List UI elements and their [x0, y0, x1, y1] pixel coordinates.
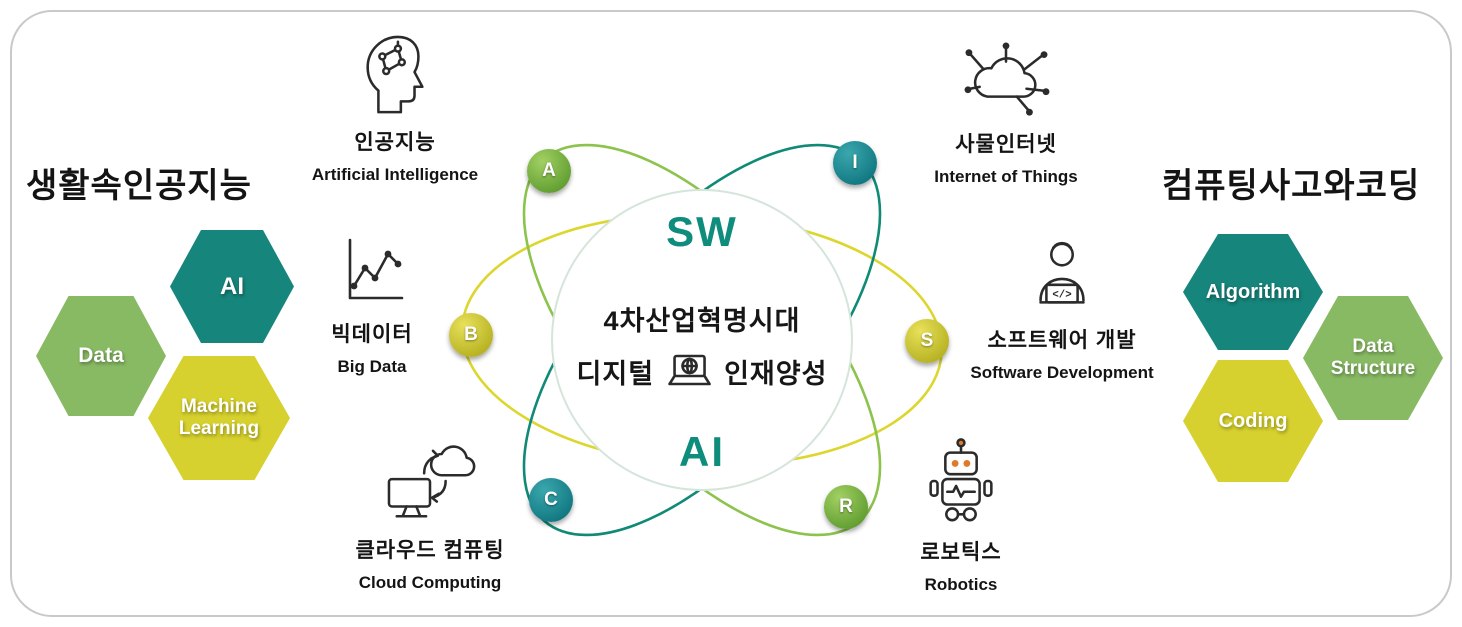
badge-b-letter: B [464, 324, 478, 345]
hexagon-data: Data [36, 296, 166, 416]
ai-label-ko: 인공지능 [354, 131, 436, 154]
tech-internet-of-things: 사물인터넷 Internet of Things [896, 40, 1116, 187]
tech-big-data: 빅데이터 Big Data [272, 232, 472, 377]
hexagon-data-structure: Data Structure [1303, 296, 1443, 420]
badge-s-letter: S [920, 330, 934, 351]
ai-head-icon [366, 35, 424, 114]
tech-software-development: </> 소프트웨어 개발 Software Development [952, 238, 1172, 383]
hexagon-data-structure-label: Data Structure [1330, 336, 1416, 379]
hexagon-algorithm-label: Algorithm [1205, 280, 1301, 303]
software-dev-label-en: Software Development [970, 363, 1154, 382]
cloud-sync-icon [387, 445, 476, 518]
hexagon-data-label: Data [78, 343, 124, 367]
robotics-label-ko: 로보틱스 [920, 541, 1002, 564]
center-subline: 디지털 인재양성 [577, 352, 828, 391]
tech-robotics: 로보틱스 Robotics [851, 436, 1071, 595]
badge-c: C [529, 478, 573, 522]
iot-label-ko: 사물인터넷 [955, 133, 1057, 156]
iot-label-en: Internet of Things [934, 167, 1078, 186]
line-chart-icon [348, 238, 404, 300]
orbit-ellipses [460, 143, 944, 537]
badge-b: B [449, 313, 493, 357]
cloud-label-en: Cloud Computing [358, 573, 502, 592]
badge-c-letter: C [544, 489, 558, 510]
center-subline-after: 인재양성 [724, 359, 828, 389]
tech-cloud-computing: 클라우드 컴퓨팅 Cloud Computing [320, 442, 540, 593]
ai-label-en: Artificial Intelligence [311, 165, 479, 184]
center-headline: 4차산업혁명시대 [603, 306, 801, 336]
center-sw-label: SW [666, 208, 738, 255]
robotics-label-en: Robotics [924, 575, 998, 594]
center-circle [551, 189, 853, 491]
software-dev-label-ko: 소프트웨어 개발 [987, 329, 1137, 352]
laptop-globe-icon [667, 354, 711, 385]
hexagon-coding-label: Coding [1218, 409, 1288, 432]
hexagon-algorithm: Algorithm [1183, 234, 1323, 350]
big-data-label-en: Big Data [337, 357, 407, 376]
badge-a-letter: A [542, 160, 556, 181]
robot-icon [929, 438, 993, 522]
svg-text:</>: </> [1052, 289, 1071, 301]
rounded-border-frame [10, 10, 1452, 617]
hexagon-ai-label: AI [220, 272, 244, 300]
right-section-title: 컴퓨팅사고와코딩 [1162, 167, 1421, 205]
iot-network-icon [964, 42, 1050, 116]
badge-r: R [824, 485, 868, 529]
cloud-label-ko: 클라우드 컴퓨팅 [355, 539, 505, 562]
developer-icon: </> [1039, 241, 1085, 304]
tech-artificial-intelligence: 인공지능 Artificial Intelligence [285, 32, 505, 185]
hexagon-machine-learning-label: Machine Learning [178, 396, 260, 439]
left-section-title: 생활속인공지능 [26, 167, 252, 205]
badge-a: A [527, 149, 571, 193]
badge-i: I [833, 141, 877, 185]
badge-r-letter: R [839, 496, 853, 517]
badge-i-letter: I [852, 152, 858, 173]
center-ai-label: AI [679, 428, 725, 475]
big-data-label-ko: 빅데이터 [331, 323, 413, 346]
hexagon-coding: Coding [1183, 360, 1323, 482]
center-subline-before: 디지털 [576, 359, 655, 389]
badge-s: S [905, 319, 949, 363]
